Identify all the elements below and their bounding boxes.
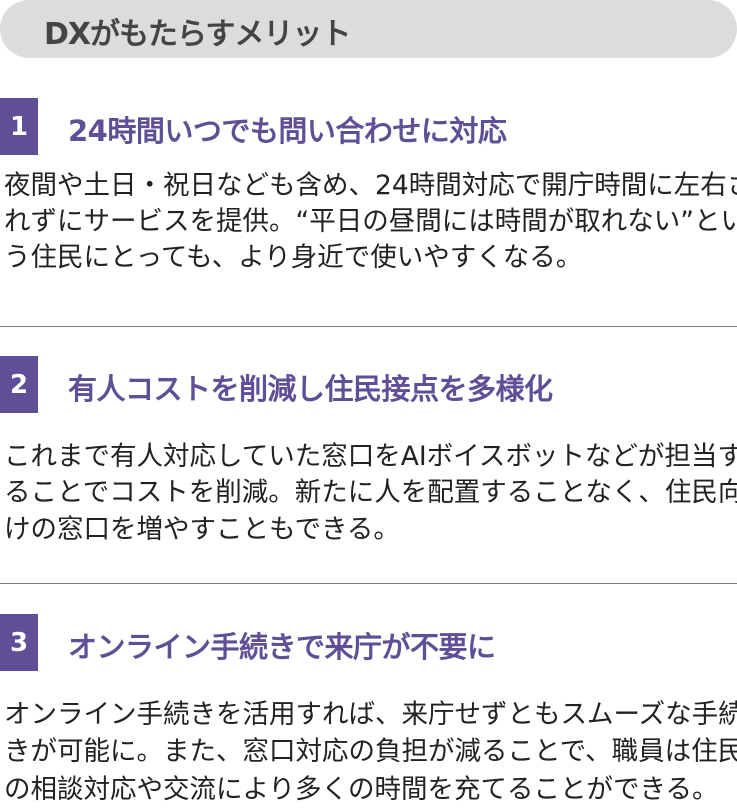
section-body-line: の相談対応や交流により多くの時間を充てることができる。 [4, 774, 719, 805]
divider [0, 583, 737, 584]
section-number-badge: 2 [0, 356, 38, 413]
section-body-line: れずにサービスを提供。“平日の昼間には時間が取れない”とい [4, 206, 737, 237]
header-title: DXがもたらすメリット [44, 17, 351, 52]
section-body-line: ることでコストを削減。新たに人を配置することなく、住民向 [4, 477, 737, 508]
section-body-line: けの窓口を増やすこともできる。 [4, 514, 400, 545]
section-title: 有人コストを削減し住民接点を多様化 [68, 372, 553, 406]
section-body-line: これまで有人対応していた窓口をAIボイスボットなどが担当す [4, 441, 737, 472]
section-body-line: 夜間や土日・祝日なども含め、24時間対応で開庁時間に左右さ [4, 170, 737, 201]
section-number-badge: 3 [0, 614, 38, 671]
divider [0, 326, 737, 327]
section-body-line: きが可能に。また、窓口対応の負担が減ることで、職員は住民 [4, 736, 737, 767]
section-title: 24時間いつでも問い合わせに対応 [68, 114, 507, 148]
section-body-line: う住民にとっても、より身近で使いやすくなる。 [4, 242, 583, 273]
section-body-line: オンライン手続きを活用すれば、来庁せずともスムーズな手続 [4, 699, 737, 730]
header-banner: DXがもたらすメリット [0, 0, 737, 58]
section-title: オンライン手続きで来庁が不要に [68, 630, 496, 664]
section-number-badge: 1 [0, 98, 38, 155]
